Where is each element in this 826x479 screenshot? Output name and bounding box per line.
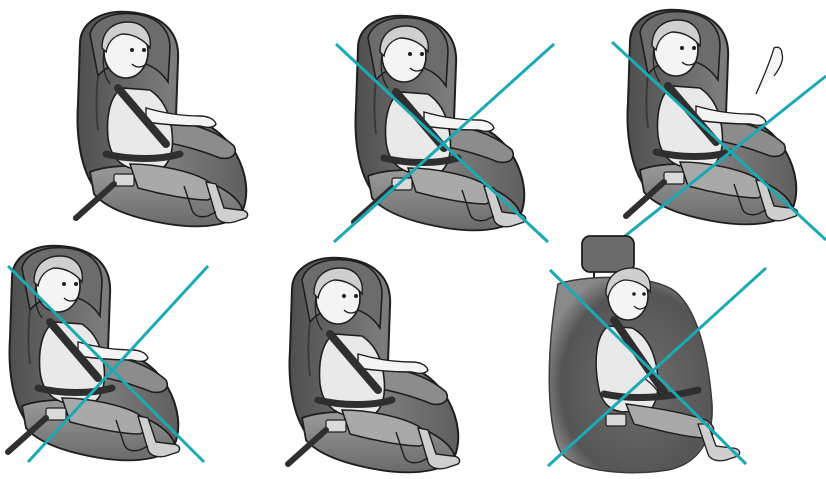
illustration-3-incorrect <box>612 10 826 240</box>
illustration-6-incorrect <box>548 236 766 473</box>
illustration-5-correct <box>288 258 460 472</box>
illustration-4-incorrect <box>8 246 208 462</box>
illustration-1-correct <box>76 12 248 226</box>
illustration-2-incorrect <box>334 16 554 242</box>
